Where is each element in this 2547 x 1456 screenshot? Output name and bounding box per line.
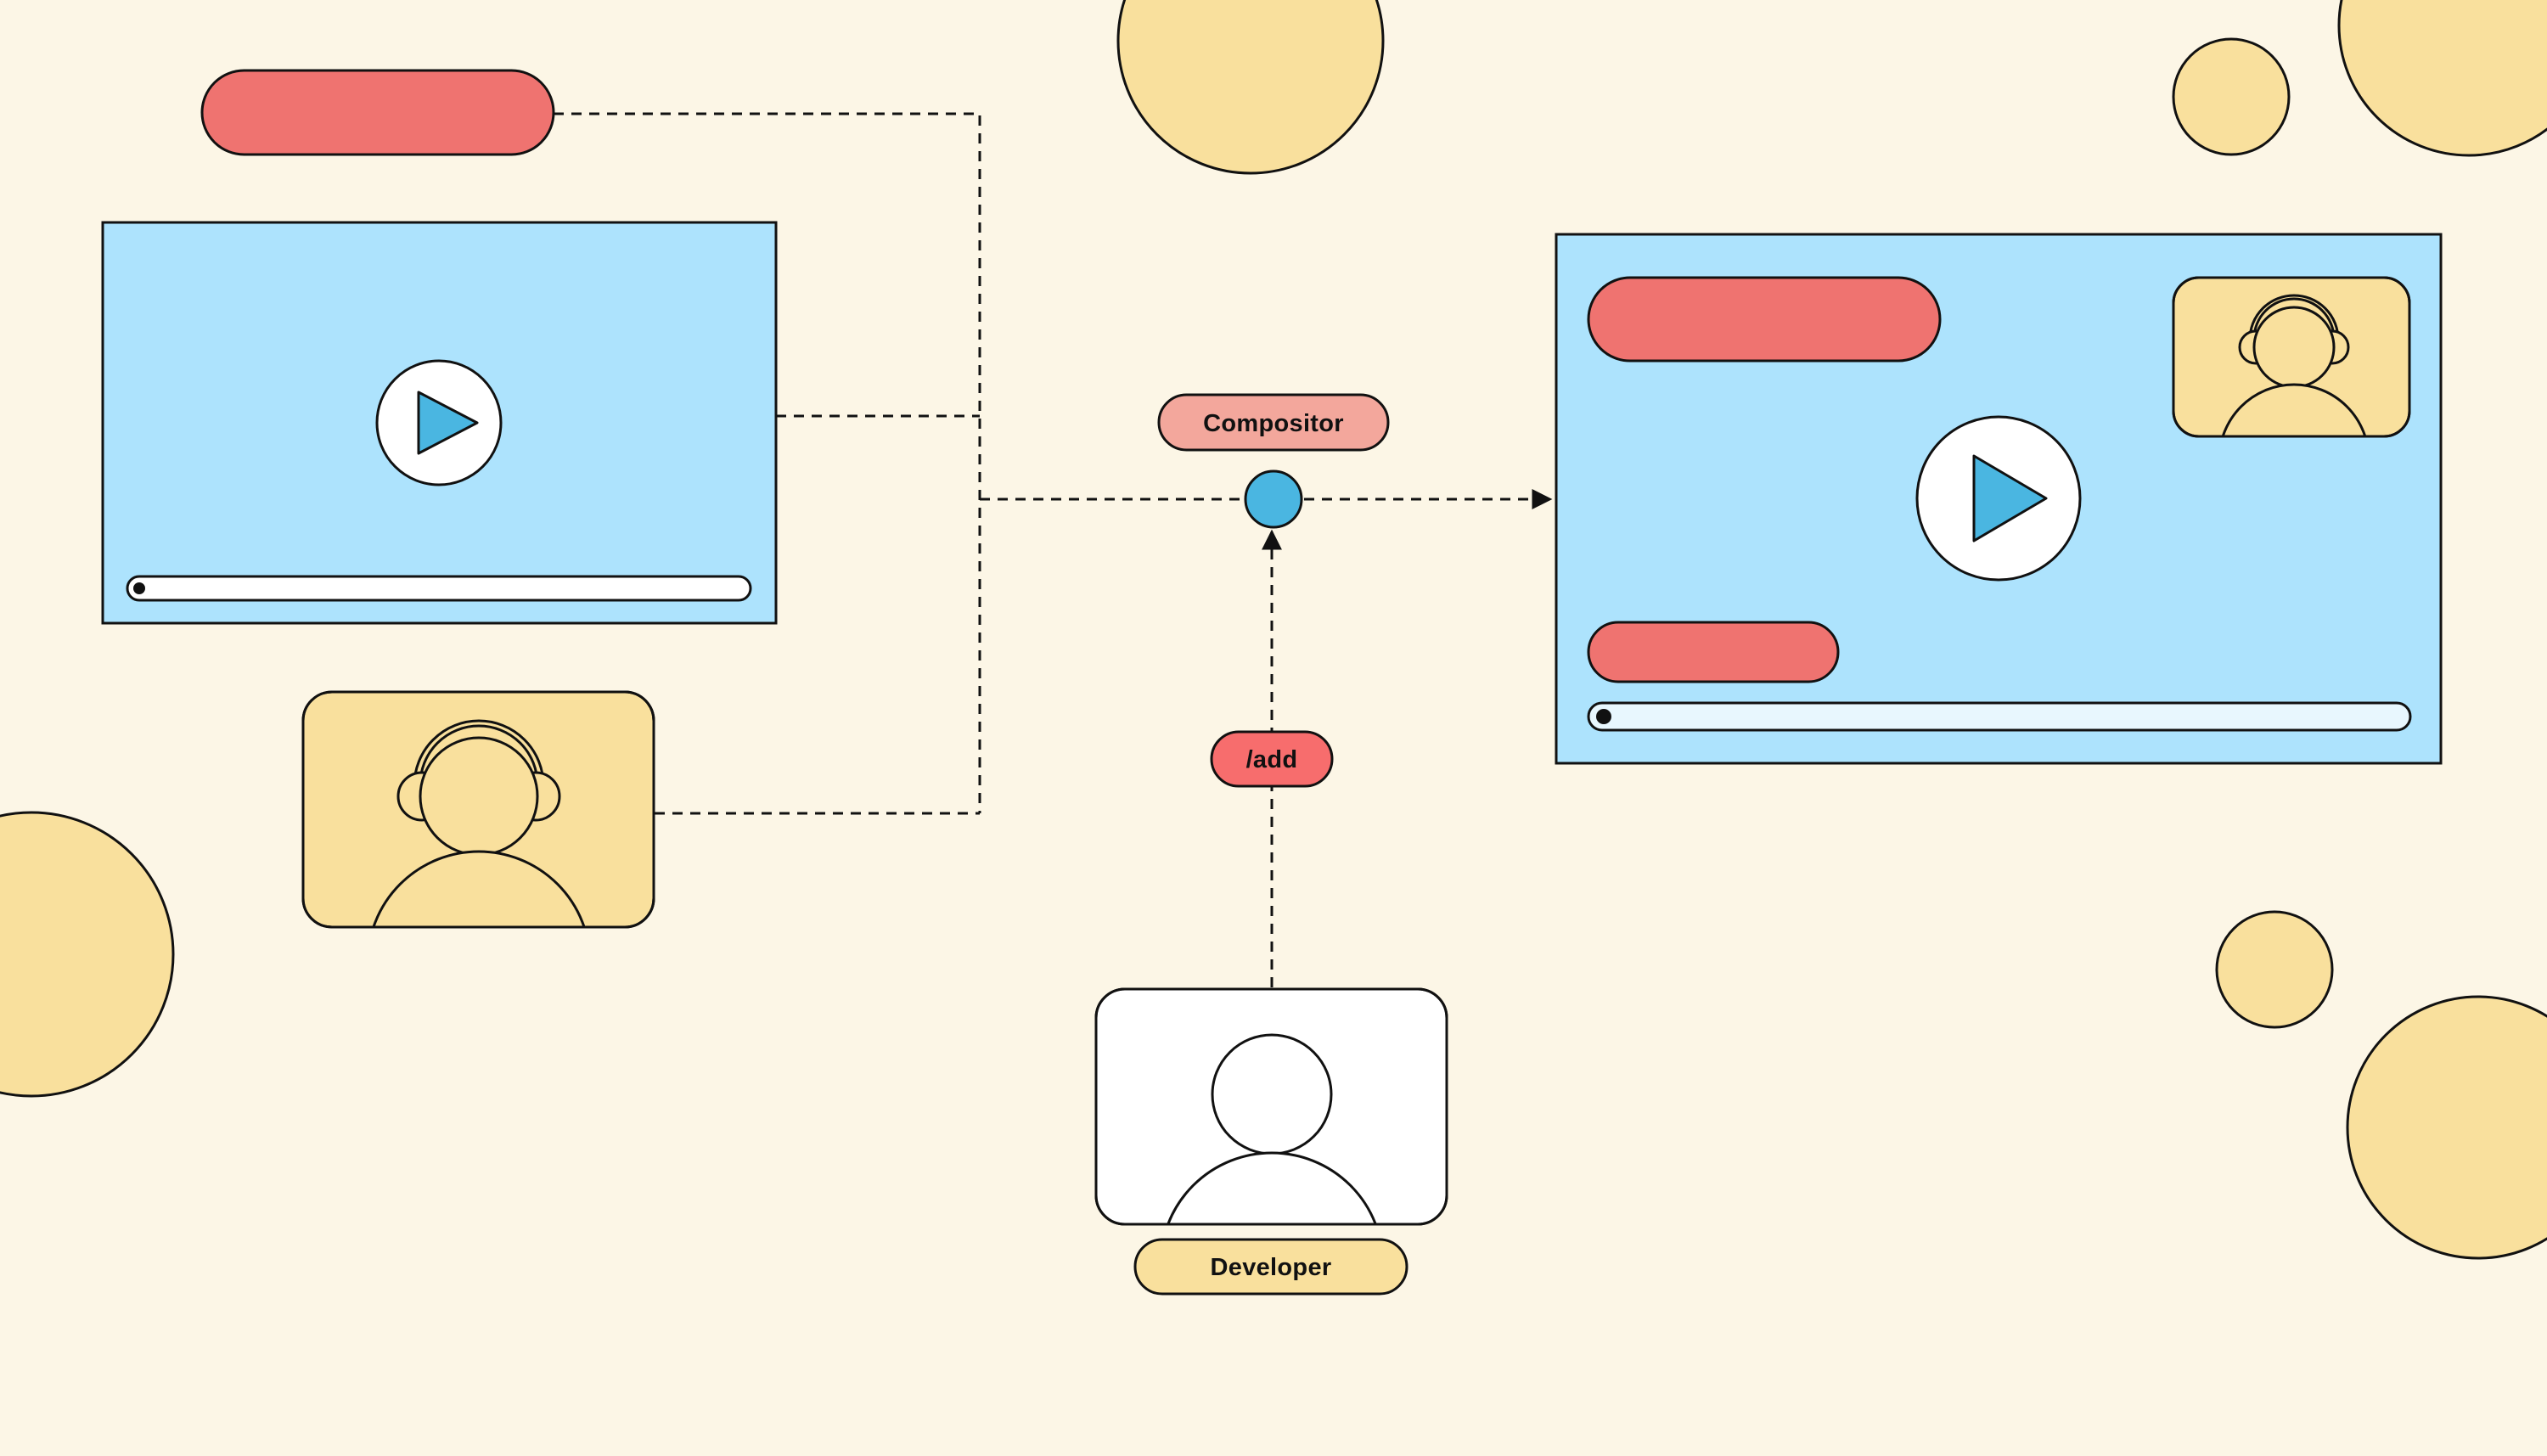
compositor-label: Compositor [1157, 393, 1390, 452]
output-camera-overlay [2172, 276, 2411, 438]
decorative-circle [2215, 910, 2334, 1029]
developer-label: Developer [1133, 1238, 1408, 1296]
decorative-circle [2337, 0, 2547, 157]
play-icon [417, 391, 479, 455]
connectors [554, 112, 1553, 987]
decorative-circle [1116, 0, 1385, 175]
decorative-circles [0, 0, 2547, 1260]
output-play-button[interactable] [1915, 415, 2082, 582]
decorative-circle [2172, 37, 2291, 156]
compositor-text: Compositor [1203, 410, 1344, 437]
title-pill [200, 69, 555, 156]
camera-feed-presenter [301, 690, 655, 929]
person-icon [1159, 1033, 1385, 1224]
progress-bar[interactable] [126, 575, 752, 602]
compositor-node[interactable] [1244, 469, 1303, 529]
connector-title-pill [554, 112, 981, 813]
add-endpoint-text: /add [1246, 746, 1298, 773]
headset-person-icon [366, 719, 592, 927]
output-lower-third-pill [1587, 621, 1840, 683]
composited-output-screen [1555, 233, 2443, 765]
output-progress-bar[interactable] [1587, 701, 2412, 732]
video-screen [101, 221, 778, 625]
progress-handle [1596, 709, 1611, 724]
progress-handle [133, 582, 145, 594]
decorative-circle [2346, 995, 2547, 1260]
play-icon [1972, 454, 2048, 542]
developer-text: Developer [1211, 1254, 1332, 1281]
output-title-pill [1587, 276, 1942, 363]
decorative-circle [0, 811, 175, 1098]
add-endpoint-label: /add [1210, 730, 1334, 788]
headset-person-icon [2218, 294, 2370, 436]
developer-camera [1094, 987, 1448, 1226]
play-button[interactable] [375, 359, 503, 486]
